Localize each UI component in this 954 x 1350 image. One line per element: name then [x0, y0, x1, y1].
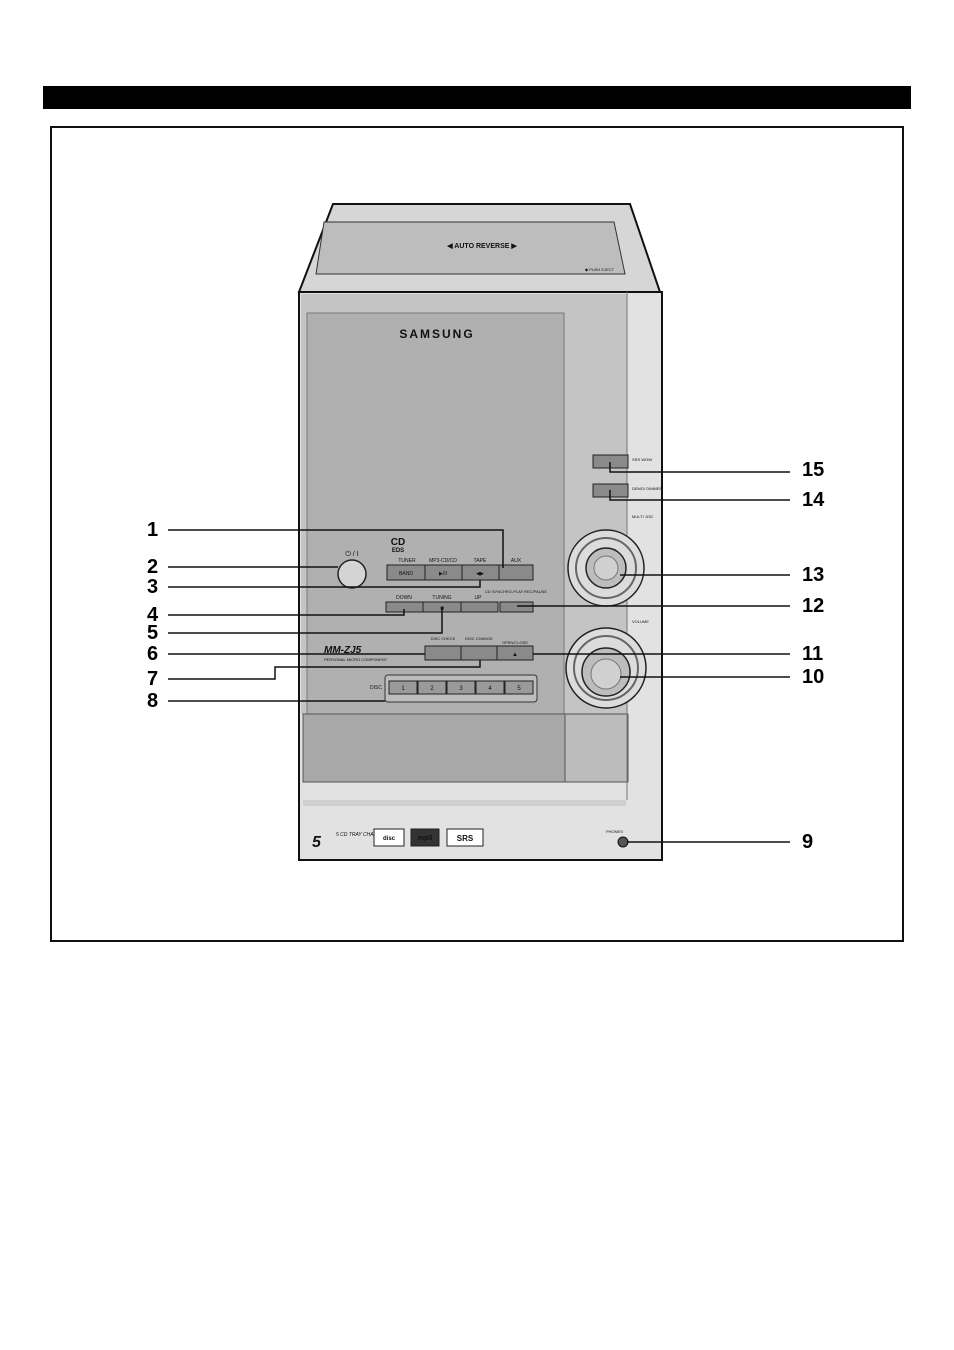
svg-text:disc: disc — [383, 836, 396, 842]
disc-5-label: 5 — [517, 686, 521, 692]
lower-side-panel — [564, 713, 629, 783]
disc-5-button[interactable] — [504, 680, 534, 695]
callout-2: 2 — [147, 556, 159, 578]
play-pause-icon: ▶/II — [439, 571, 447, 577]
disc-2-button[interactable] — [417, 680, 447, 695]
disc-change-button[interactable] — [460, 645, 498, 661]
cd-synchro-label: CD SYNCHRO-PLAY REC/PAUSE — [485, 589, 547, 594]
callout-5: 5 — [147, 622, 159, 644]
callout-12: 12 — [802, 595, 825, 617]
callout-9: 9 — [802, 831, 814, 853]
callout-10: 10 — [802, 666, 825, 688]
header-bar — [43, 86, 911, 109]
up-label: UP — [475, 595, 483, 601]
tuning-up-button[interactable] — [460, 601, 499, 613]
tuning-label: TUNING — [432, 595, 451, 601]
mp3-logo — [410, 828, 440, 847]
mp3-cd-label: MP3-CD/CD — [429, 558, 457, 564]
tape-play-icon: ◀▶ — [476, 571, 484, 577]
base-strip — [303, 800, 626, 806]
callout-1: 1 — [147, 519, 159, 541]
callout-14: 14 — [802, 489, 825, 511]
callout-6: 6 — [147, 643, 159, 665]
power-button[interactable] — [337, 559, 367, 589]
disc-1-label: 1 — [401, 686, 405, 692]
svg-text:mp3: mp3 — [418, 835, 433, 842]
cd-logo: CD — [391, 537, 405, 548]
disc-4-label: 4 — [488, 686, 492, 692]
callout-13: 13 — [802, 564, 825, 586]
down-label: DOWN — [396, 595, 412, 601]
demo-dimmer-label: DEMO/ DIMMER — [632, 486, 663, 491]
volume-label: VOLUME — [632, 619, 649, 624]
svg-text:SRS: SRS — [457, 834, 474, 843]
aux-button[interactable] — [498, 564, 534, 581]
disc-buttons: 1 2 3 4 5 — [388, 680, 534, 695]
band-button-label: BAND — [399, 571, 413, 577]
disc-2-label: 2 — [430, 686, 434, 692]
disc-check-label: DISC CHECK — [431, 636, 456, 641]
cd-tray-changer-label: 5 CD TRAY CHANGER — [336, 832, 388, 838]
phones-jack[interactable] — [617, 836, 629, 848]
disc-logo — [373, 828, 405, 847]
5cd-changer-logo: 5 — [312, 834, 322, 851]
open-close-button[interactable] — [496, 645, 534, 661]
phones-label: PHONES — [606, 829, 623, 834]
push-eject-label: ◆ PUSH EJECT — [585, 267, 615, 272]
tape-door[interactable] — [315, 221, 626, 275]
callout-3: 3 — [147, 576, 159, 598]
tape-label: TAPE — [474, 558, 487, 564]
callout-7: 7 — [147, 668, 159, 690]
callout-15: 15 — [802, 459, 825, 481]
disc-3-button[interactable] — [446, 680, 476, 695]
auto-reverse-label: ◀ AUTO REVERSE ▶ — [446, 243, 517, 250]
disc-3-label: 3 — [459, 686, 463, 692]
callout-11: 11 — [802, 643, 824, 665]
srs-wow-label: SRS WOW — [632, 457, 652, 462]
aux-label: AUX — [511, 558, 522, 564]
tuner-label: TUNER — [398, 558, 416, 564]
model-subtitle: PERSONAL MICRO COMPONENT — [324, 657, 388, 662]
samsung-logo: SAMSUNG — [399, 327, 474, 341]
leader-lines — [168, 462, 790, 843]
disc-check-button[interactable] — [424, 645, 462, 661]
multi-jog-label: MULTI JOG — [632, 514, 653, 519]
power-label: ⏻ / I — [345, 550, 358, 558]
srs-logo — [446, 828, 484, 847]
disc-4-button[interactable] — [475, 680, 505, 695]
eds-logo: EDS — [392, 548, 404, 554]
disc-change-label: DISC CHANGE — [465, 636, 493, 641]
lower-panel — [302, 713, 567, 783]
disc-1-button[interactable] — [388, 680, 418, 695]
illustration-frame — [50, 126, 904, 942]
cd-synchro-button[interactable] — [499, 601, 534, 613]
open-close-label: OPEN/CLOSE — [502, 640, 528, 645]
eject-icon: ▲ — [512, 652, 518, 658]
disc-label: DISC — [370, 685, 382, 691]
callout-4: 4 — [147, 604, 159, 626]
callout-8: 8 — [147, 690, 159, 712]
model-name: MM-ZJ5 — [324, 645, 362, 656]
